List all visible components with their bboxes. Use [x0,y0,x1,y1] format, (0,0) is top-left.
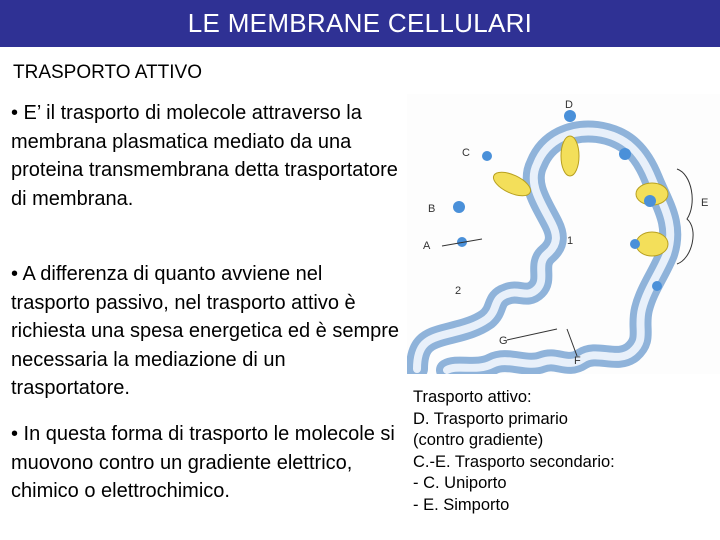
title-bar: LE MEMBRANE CELLULARI [0,0,720,47]
label-b: B [428,203,435,215]
carrier-protein-e2 [635,231,669,257]
bracket-e [676,168,694,265]
label-e: E [701,197,708,209]
caption-line: D. Trasporto primario [413,409,568,428]
label-f: F [574,355,581,367]
caption-line: C.-E. Trasporto secondario: [413,452,615,471]
caption-line: - C. Uniporto [413,474,507,492]
figure-caption: Trasporto attivo: D. Trasporto primario … [413,387,615,516]
label-a: A [423,240,431,252]
arrow-g [506,328,558,341]
bullet-gradient: • In questa forma di trasporto le moleco… [11,423,395,502]
molecule-c-out [482,151,492,161]
arrow-f [566,328,578,357]
active-transport-diagram: D C B A E F G 1 2 [406,94,720,381]
carrier-protein-d [560,135,580,177]
molecule-e2 [644,195,656,207]
molecule-e1 [619,148,631,160]
page-title: LE MEMBRANE CELLULARI [187,8,533,38]
arrow-a [441,238,483,247]
caption-line: Trasporto attivo: [413,388,532,406]
membrane-inner [413,127,675,374]
molecule-b [453,201,465,213]
carrier-protein-c [492,171,532,197]
label-1: 1 [567,235,573,247]
caption-line: (contro gradiente) [413,431,544,449]
section-subtitle: TRASPORTO ATTIVO [13,62,202,83]
label-g: G [499,335,508,347]
bullet-energy: • A differenza di quanto avviene nel tra… [11,263,400,399]
membrane-diagram-svg: D C B A E F G 1 2 [406,99,708,381]
molecule-d [564,110,576,122]
molecule-e4 [652,281,662,291]
molecule-e3 [630,239,640,249]
bullet-definition: • E’ il trasporto di molecole attraverso… [11,102,398,210]
label-c: C [462,147,470,159]
caption-line: - E. Simporto [413,495,510,514]
label-2: 2 [455,285,461,297]
label-d: D [565,99,573,111]
